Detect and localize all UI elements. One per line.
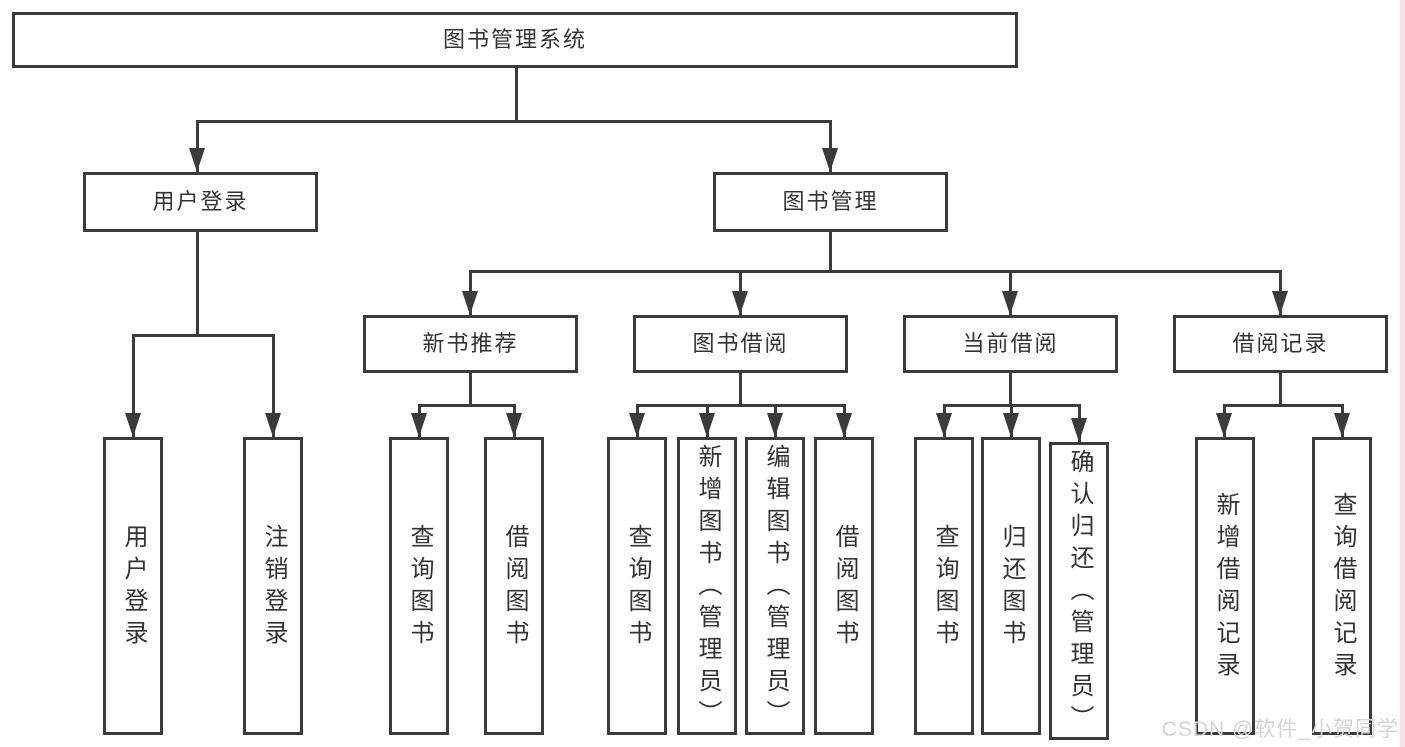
leaf-query-books-recommend: 查询图书 [389, 437, 449, 735]
csdn-watermark: CSDN @软件_小贺同学 [1161, 718, 1399, 741]
arrowhead-g4-1 [1216, 413, 1232, 437]
arrowhead-user-login [189, 148, 205, 172]
arrowhead-leaf-logout [265, 413, 281, 437]
connector-stem-book-management [829, 120, 832, 172]
leaf-add-book-admin: 新增图书（管理员） [677, 437, 737, 735]
leaf-logout: 注销登录 [243, 437, 303, 735]
node-book-management: 图书管理 [713, 172, 948, 232]
arrowhead-leaf-login [125, 413, 141, 437]
arrowhead-borrowing-records [1272, 291, 1288, 315]
arrowhead-g4-2 [1334, 413, 1350, 437]
connector-mgmt-stub [829, 232, 832, 270]
leaf-return-book: 归还图书 [981, 437, 1041, 735]
connector-root-hline [196, 120, 832, 123]
arrowhead-current-borrowing [1002, 291, 1018, 315]
arrowhead-g1-2 [506, 413, 522, 437]
connector-g4-stub [1279, 373, 1282, 404]
node-root: 图书管理系统 [12, 12, 1018, 68]
arrowhead-g2-2 [699, 413, 715, 437]
arrowhead-g2-1 [629, 413, 645, 437]
node-new-book-recommend: 新书推荐 [363, 315, 578, 373]
arrowhead-book-borrowing [732, 291, 748, 315]
connector-stem-leaf-login [132, 334, 135, 437]
arrowhead-g2-3 [767, 413, 783, 437]
node-current-borrowing: 当前借阅 [903, 315, 1118, 373]
connector-login-hline [132, 334, 275, 337]
connector-g2-stub [739, 373, 742, 404]
arrowhead-g2-4 [836, 413, 852, 437]
arrowhead-g3-2 [1003, 413, 1019, 437]
leaf-add-borrow-record: 新增借阅记录 [1195, 437, 1255, 735]
arrowhead-g1-1 [411, 413, 427, 437]
connector-stem-leaf-logout [272, 334, 275, 437]
connector-login-stub [196, 232, 199, 334]
arrowhead-new-book [462, 291, 478, 315]
arrowhead-book-management [822, 148, 838, 172]
node-user-login: 用户登录 [83, 172, 318, 232]
right-edge-strip [1400, 0, 1405, 747]
leaf-query-borrow-record: 查询借阅记录 [1312, 437, 1372, 735]
leaf-confirm-return-admin: 确认归还（管理员） [1049, 442, 1109, 740]
connector-g3-stub [1009, 373, 1012, 404]
node-borrowing-records: 借阅记录 [1173, 315, 1388, 373]
connector-g1-stub [469, 373, 472, 404]
leaf-query-books-current: 查询图书 [914, 437, 974, 735]
connector-g4-hline [1223, 404, 1344, 407]
leaf-user-login: 用户登录 [103, 437, 163, 735]
connector-mgmt-hline [469, 270, 1282, 273]
connector-g2-hline [636, 404, 846, 407]
node-book-borrowing: 图书借阅 [633, 315, 848, 373]
leaf-edit-book-admin: 编辑图书（管理员） [745, 437, 805, 735]
leaf-query-books-borrowing: 查询图书 [607, 437, 667, 735]
connector-stem-user-login [196, 120, 199, 172]
leaf-borrow-books-recommend: 借阅图书 [484, 437, 544, 735]
leaf-borrow-books-borrowing: 借阅图书 [814, 437, 874, 735]
connector-root-stub [515, 68, 518, 120]
connector-g1-hline [418, 404, 516, 407]
arrowhead-g3-3 [1071, 418, 1087, 442]
arrowhead-g3-1 [936, 413, 952, 437]
